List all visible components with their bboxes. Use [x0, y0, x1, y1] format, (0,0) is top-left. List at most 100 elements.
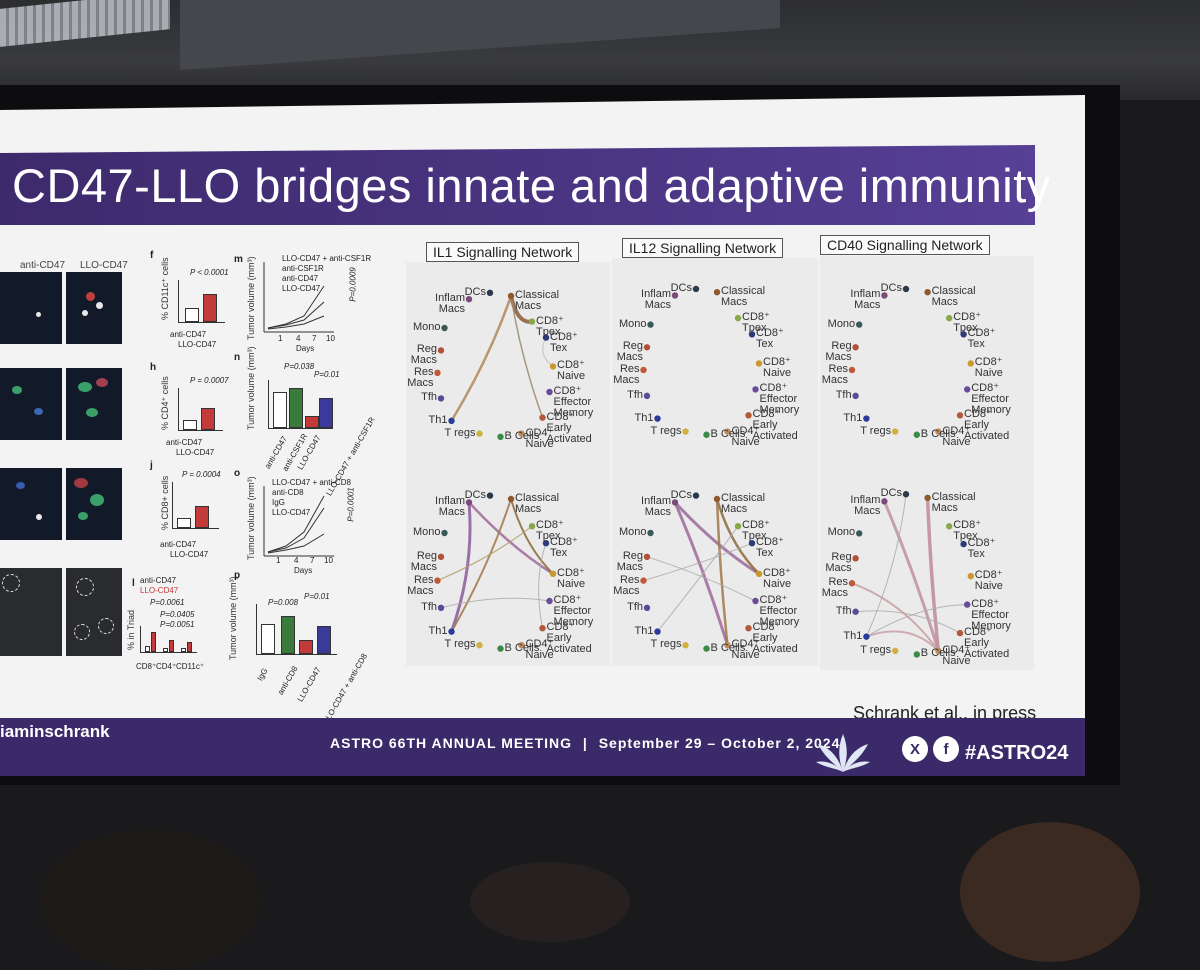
panel-letter-f: f — [150, 250, 154, 261]
panel-letter-j: j — [150, 460, 153, 471]
network-node-label: CD8⁺ Effector Memory — [759, 594, 800, 628]
network-node — [734, 314, 742, 322]
panel-n-pvalue-1: P=0.01 — [314, 370, 340, 379]
network-node — [671, 499, 679, 506]
network-edge — [450, 498, 512, 633]
network-node-label: Classical Macs — [931, 490, 976, 514]
panel-l-legend-0: anti-CD47 — [140, 576, 177, 585]
network-node — [703, 431, 710, 438]
panel-o-legend-3: LLO-CD47 — [272, 508, 311, 517]
panel-o-legend-2: IgG — [272, 498, 285, 507]
network-node — [852, 392, 859, 400]
network-edge — [673, 501, 760, 576]
network-node-label: Reg Macs — [825, 340, 852, 364]
panel-f-bar-llo-cd47 — [203, 294, 217, 322]
network-node-label: CD8⁺ Early Activated — [752, 621, 798, 656]
network-node — [643, 392, 651, 400]
network-node-label: CD8⁺ Naive — [974, 356, 1003, 380]
panel-p-bar-anti-cd8 — [281, 616, 295, 654]
panel-l-bar — [151, 632, 156, 652]
micro-image-llo-cd47-row1 — [66, 272, 122, 344]
network-node-label: CD4⁺ Naive — [942, 424, 971, 448]
network-node-label: CD8⁺ Naive — [557, 566, 586, 590]
x-icon[interactable]: X — [902, 736, 928, 762]
network-edge — [925, 497, 941, 652]
facebook-icon[interactable]: f — [933, 736, 959, 762]
panel-f-bar-anti-cd47 — [185, 308, 199, 322]
network-node — [967, 572, 974, 580]
network-node — [713, 495, 721, 503]
network-node-label: CD4⁺ Naive — [525, 426, 554, 450]
network-node — [448, 628, 455, 635]
network-node-label: Th1 — [428, 413, 448, 426]
panel-l-pvalue-2: P=0.0051 — [160, 620, 195, 629]
network-node — [755, 570, 763, 577]
network-node — [437, 395, 445, 402]
network-node-label: Res Macs — [821, 576, 848, 600]
meeting-separator: | — [582, 735, 588, 751]
network-node — [441, 529, 448, 537]
network-panel-4 — [848, 285, 974, 438]
network-edge — [715, 498, 729, 646]
network-node — [441, 324, 448, 332]
network-node-label: CD8⁺ Early Activated — [964, 408, 1010, 443]
network-node — [518, 430, 525, 437]
network-node — [539, 625, 546, 632]
network-node-label: Res Macs — [613, 573, 640, 597]
panel-letter-h: h — [150, 362, 157, 373]
network-node — [682, 428, 689, 435]
network-node — [434, 369, 441, 376]
network-node — [852, 608, 859, 615]
panel-m-xlabel: Days — [296, 344, 315, 353]
network-node-label: T regs — [860, 643, 892, 656]
panel-m-legend-0: LLO-CD47 + anti-CSF1R — [282, 254, 372, 263]
network-node — [465, 499, 473, 506]
network-node — [507, 495, 515, 503]
network-node-label: Reg Macs — [616, 340, 643, 364]
network-node — [682, 642, 689, 649]
network-node-label: Res Macs — [407, 365, 434, 389]
network-edge — [646, 556, 756, 602]
network-node-label: CD8⁺ Naive — [763, 566, 792, 590]
panel-o-legend-0: LLO-CD47 + anti-CD8 — [272, 478, 351, 487]
panel-l-bar — [145, 646, 150, 652]
network-node — [924, 289, 931, 296]
column-label-anti-cd47: anti-CD47 — [20, 260, 66, 271]
network-node — [960, 331, 967, 338]
network-node-label: CD8⁺ Tpex — [536, 519, 564, 543]
network-node — [671, 292, 679, 299]
network-edge — [673, 501, 729, 646]
network-edge — [883, 500, 940, 652]
network-node — [956, 412, 964, 419]
network-node — [640, 577, 647, 584]
network-node — [476, 642, 483, 649]
panel-h-cat-0: anti-CD47 — [166, 438, 203, 447]
network-node-label: CD8⁺ Tex — [756, 327, 784, 351]
panel-letter-n: n — [234, 352, 241, 363]
panel-letter-p: p — [234, 570, 241, 581]
panel-n-chart — [268, 380, 333, 429]
panel-o-xlabel: Days — [294, 566, 313, 575]
network-node — [724, 428, 731, 435]
network-edge — [437, 525, 533, 582]
footer-hashtag: #ASTRO24 — [965, 742, 1069, 764]
panel-l-chart — [140, 626, 197, 653]
panel-m-legend-3: LLO-CD47 — [282, 284, 321, 293]
network-node-label: Tfh — [627, 388, 643, 401]
network-node-label: Tfh — [627, 600, 643, 613]
network-graphs — [434, 285, 974, 658]
network-node-label: Mono — [618, 317, 647, 330]
network-node-label: Res Macs — [407, 573, 434, 597]
panel-n-bar-llo-cd47 — [305, 416, 319, 428]
network-node-label: T regs — [444, 426, 476, 439]
network-node — [476, 430, 483, 437]
network-node-label: Mono — [412, 321, 441, 333]
network-node — [902, 491, 910, 498]
network-node-label: CD8⁺ Effector Memory — [759, 382, 800, 417]
network-node-label: CD8⁺ Tpex — [953, 519, 981, 543]
network-node-label: B Cells — [710, 427, 746, 440]
network-node — [856, 530, 863, 537]
panel-p-bar-llo-cd47 — [299, 640, 313, 654]
network-node-label: CD4⁺ Naive — [525, 638, 554, 662]
micro-image-llo-cd47-row2 — [66, 368, 122, 440]
